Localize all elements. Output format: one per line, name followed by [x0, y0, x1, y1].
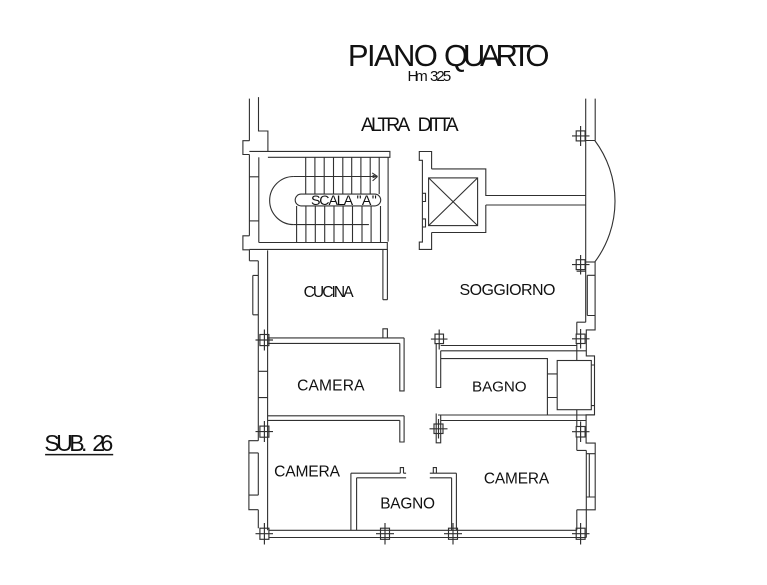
svg-text:DITTA: DITTA [418, 115, 459, 136]
svg-text:ALTRA: ALTRA [361, 115, 410, 136]
svg-text:Hm: Hm [407, 68, 427, 85]
svg-text:26: 26 [92, 430, 113, 456]
svg-text:325: 325 [430, 68, 451, 85]
svg-text:CAMERA: CAMERA [274, 463, 340, 480]
svg-text:CAMERA: CAMERA [484, 471, 550, 488]
svg-text:SOGGIORNO: SOGGIORNO [460, 282, 556, 299]
svg-text:CUCINA: CUCINA [304, 284, 355, 301]
svg-text:CAMERA: CAMERA [297, 378, 365, 395]
svg-text:SUB.: SUB. [44, 430, 87, 456]
svg-text:BAGNO: BAGNO [380, 496, 435, 513]
svg-text:PIANO: PIANO [348, 38, 438, 73]
svg-text:"A": "A" [356, 193, 376, 209]
svg-text:SCALA: SCALA [311, 193, 354, 209]
svg-text:QUARTO: QUARTO [444, 38, 550, 73]
svg-text:BAGNO: BAGNO [472, 379, 527, 396]
